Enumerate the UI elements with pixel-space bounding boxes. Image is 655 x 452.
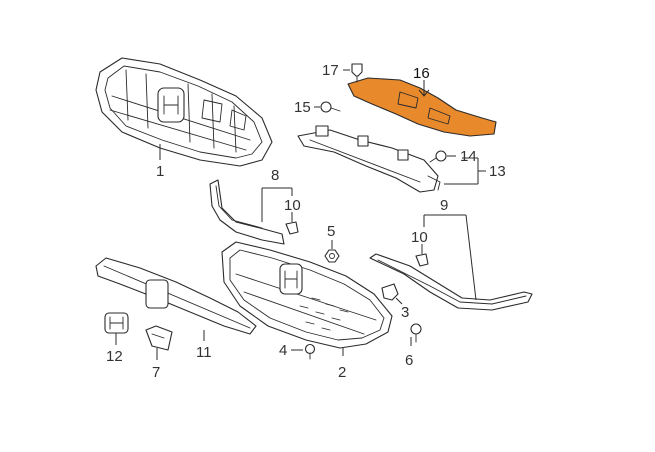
part-14-screw[interactable] <box>429 150 447 163</box>
callout-17: 17 <box>322 62 339 79</box>
callout-9: 9 <box>440 197 448 214</box>
callout-10a: 10 <box>284 197 301 214</box>
part-6-bolt[interactable] <box>410 323 422 343</box>
callout-5: 5 <box>327 223 335 240</box>
part-3-bracket[interactable] <box>381 283 399 301</box>
callout-4: 4 <box>279 342 287 359</box>
callout-7: 7 <box>152 364 160 381</box>
leader-3 <box>395 297 403 305</box>
callout-10b: 10 <box>411 229 428 246</box>
part-15-bolt[interactable] <box>320 101 341 113</box>
callout-1: 1 <box>156 163 164 180</box>
part-1-upper-grille[interactable] <box>95 57 273 167</box>
callout-2: 2 <box>338 364 346 381</box>
part-9-side-molding[interactable] <box>369 253 533 311</box>
callout-13: 13 <box>489 163 506 180</box>
part-4-screw[interactable] <box>304 343 316 360</box>
callout-3: 3 <box>401 304 409 321</box>
callout-8: 8 <box>271 167 279 184</box>
part-10-clip-left[interactable] <box>285 221 299 235</box>
callout-15: 15 <box>294 99 311 116</box>
part-16-upper-cover[interactable] <box>347 77 497 137</box>
part-13-bracket[interactable] <box>297 125 441 193</box>
part-12-emblem[interactable] <box>104 312 129 334</box>
part-17-clip[interactable] <box>351 63 363 83</box>
callout-14: 14 <box>460 148 477 165</box>
part-7-bracket[interactable] <box>145 325 173 351</box>
callout-12: 12 <box>106 348 123 365</box>
leader-9c <box>465 214 477 301</box>
part-2-lower-grille[interactable] <box>221 241 393 349</box>
callout-16: 16 <box>413 65 430 82</box>
part-8-side-molding[interactable] <box>209 179 285 245</box>
part-5-nut[interactable] <box>324 249 340 263</box>
part-16-shape <box>347 77 497 137</box>
part-10-clip-right[interactable] <box>415 253 429 267</box>
part-11-garnish[interactable] <box>95 257 257 335</box>
callout-11: 11 <box>196 344 212 361</box>
arrow-16 <box>418 89 430 97</box>
callout-6: 6 <box>405 352 413 369</box>
